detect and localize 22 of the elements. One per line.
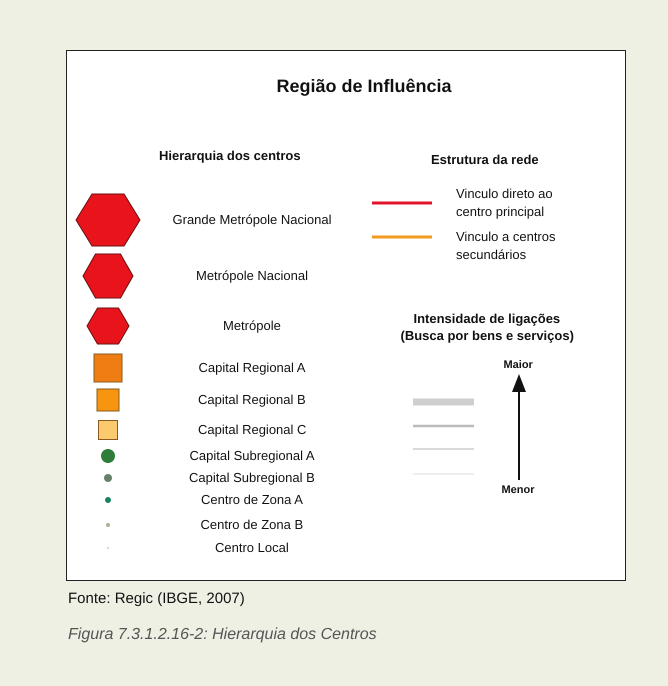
section-heading: Hierarquia dos centros <box>159 148 301 163</box>
legend-label: Capital Regional B <box>198 392 306 407</box>
legend-label: Capital Regional C <box>198 422 306 437</box>
legend-label: Capital Regional A <box>198 360 306 375</box>
legend-label: Centro Local <box>215 540 289 555</box>
legend-label: Metrópole <box>223 318 281 333</box>
section-heading: Intensidade de ligações <box>414 311 560 326</box>
scale-label: Maior <box>504 359 533 371</box>
legend-label: Vinculo direto ao centro principal <box>456 185 554 221</box>
legend-label: Capital Subregional A <box>190 448 315 463</box>
legend-label: Vinculo a centros secundários <box>456 228 556 264</box>
legend-label: Centro de Zona B <box>200 517 304 532</box>
legend-label: Metrópole Nacional <box>196 268 308 283</box>
scale-label: Menor <box>502 484 534 496</box>
section-heading: (Busca por bens e serviços) <box>400 328 574 343</box>
legend-label: Grande Metrópole Nacional <box>172 212 332 227</box>
diagram-title: Região de Influência <box>276 76 452 97</box>
legend-label: Capital Subregional B <box>189 470 315 485</box>
legend-label: Centro de Zona A <box>201 492 303 507</box>
section-heading: Estrutura da rede <box>431 152 539 167</box>
figure-caption: Figura 7.3.1.2.16-2: Hierarquia dos Centros <box>68 626 377 644</box>
source-note: Fonte: Regic (IBGE, 2007) <box>68 590 245 607</box>
